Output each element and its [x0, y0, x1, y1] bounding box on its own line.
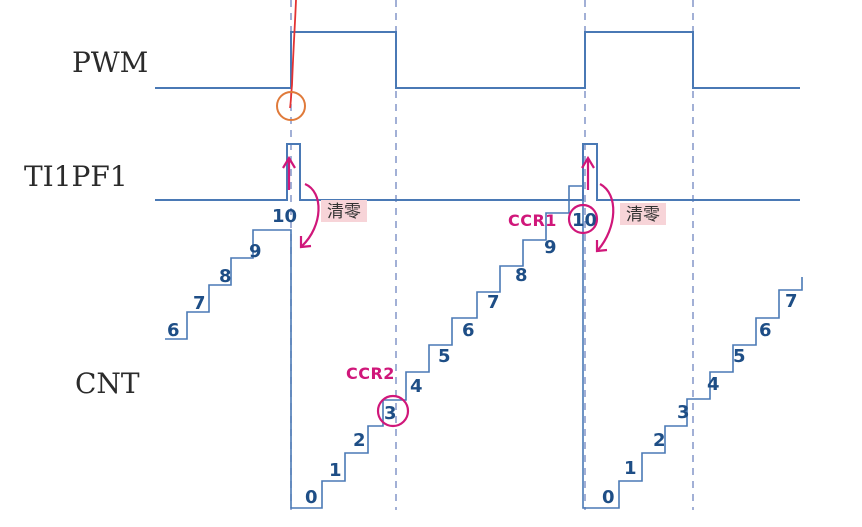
count-digit: 6: [462, 320, 475, 341]
count-digit: 7: [487, 292, 500, 313]
count-digit: 4: [410, 376, 423, 397]
ccr2-label: CCR2: [346, 364, 395, 383]
ti1pf1-waveform: [155, 143, 800, 201]
guide-lines: [290, 0, 694, 510]
cnt-staircase-1: [165, 229, 300, 509]
ti1pf1-label: TI1PF1: [24, 160, 128, 193]
count-digit: 10: [272, 206, 297, 227]
clear-note-highlight-right: [620, 203, 666, 225]
clear-note-highlight-left: [321, 200, 367, 222]
count-digit: 6: [167, 320, 180, 341]
count-digit: 8: [515, 265, 528, 286]
ccr1-label: CCR1: [508, 211, 557, 230]
count-digit: 1: [624, 458, 637, 479]
count-digit: 7: [785, 291, 798, 312]
clear-note-right: 清零: [626, 205, 660, 225]
count-digit: 0: [305, 487, 318, 508]
count-digit: 8: [219, 266, 232, 287]
count-digit: 9: [544, 237, 557, 258]
ccr1-circle: [567, 203, 599, 235]
count-digit: 1: [329, 460, 342, 481]
counter-digits-1: 6 7 8 9 10: [167, 206, 297, 341]
count-digit: 2: [653, 430, 666, 451]
count-digit: 3: [677, 402, 690, 423]
cnt-label: CNT: [75, 367, 140, 400]
count-digit: 10: [572, 210, 597, 231]
clear-note-left: 清零: [327, 202, 361, 222]
count-digit: 9: [249, 241, 262, 262]
counter-digits-3: 0 1 2 3 4 5 6 7: [602, 291, 798, 508]
pwm-waveform: [155, 31, 800, 89]
ccr2-circle: [376, 394, 410, 428]
count-digit: 2: [353, 430, 366, 451]
cnt-waveform: [165, 185, 803, 509]
count-digit: 7: [193, 293, 206, 314]
count-digit: 0: [602, 487, 615, 508]
rising-edge-circle: [276, 91, 306, 121]
count-digit: 5: [438, 346, 451, 367]
count-digit: 5: [733, 346, 746, 367]
pwm-label: PWM: [72, 46, 148, 79]
count-digit: 3: [384, 403, 397, 424]
clear-arrow-left: [282, 155, 320, 249]
counter-digits-2: 0 1 2 3 4 5 6 7 8 9 10: [305, 210, 597, 508]
cnt-staircase-3: [597, 277, 803, 509]
cursor-mark: [289, 0, 297, 109]
clear-arrow-right: [581, 155, 615, 253]
count-digit: 6: [759, 320, 772, 341]
cnt-staircase-2: [300, 185, 597, 509]
count-digit: 4: [707, 374, 720, 395]
